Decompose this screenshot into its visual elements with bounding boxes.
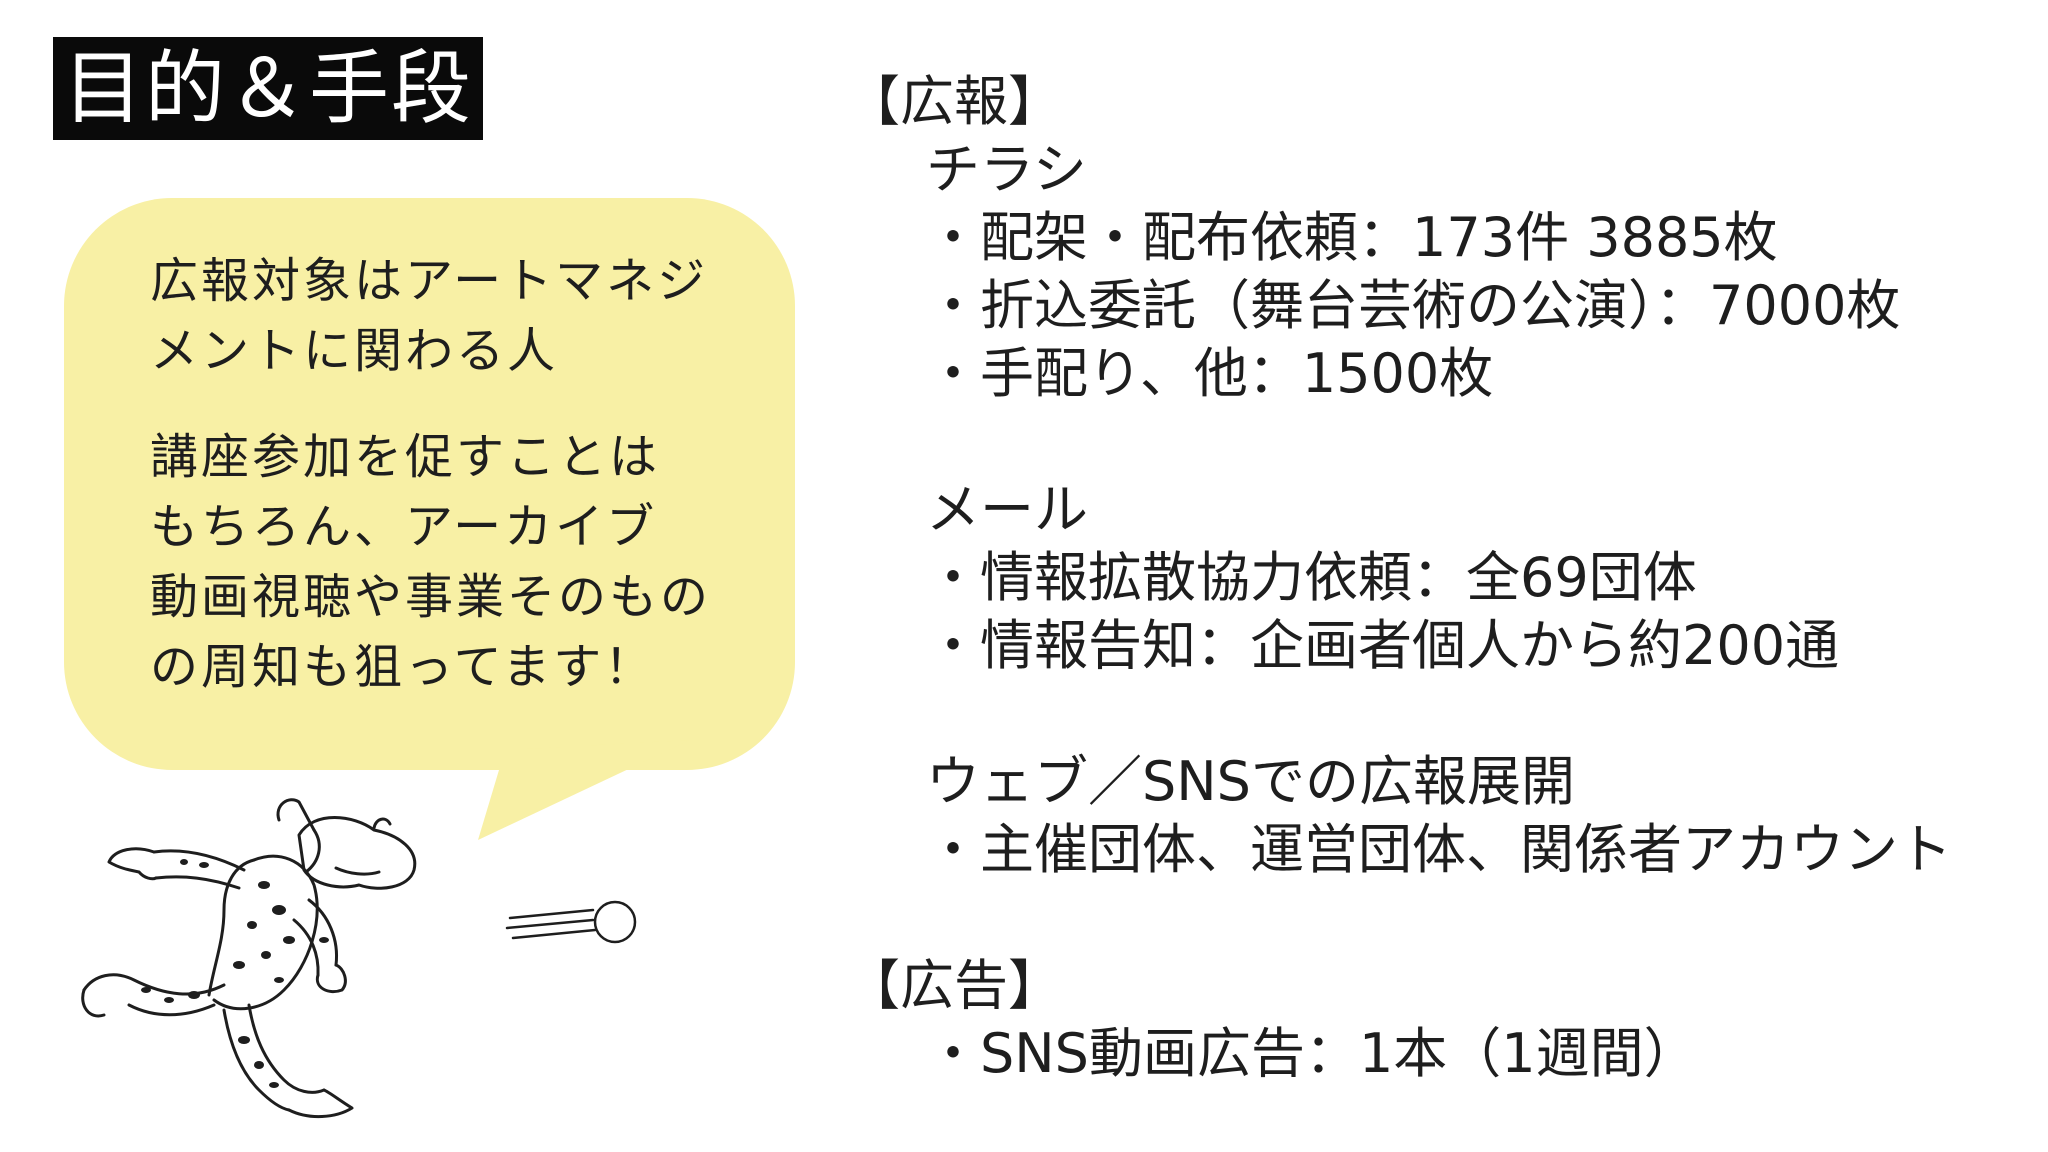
bubble-line: 動画視聴や事業そのもの	[150, 569, 712, 625]
list-item: ・主催団体、運営団体、関係者アカウント	[926, 818, 1952, 881]
list-item: ・情報告知：企画者個人から約200通	[926, 614, 1840, 677]
list-item: ・SNS動画広告：1本（1週間）	[926, 1022, 1698, 1085]
bubble-line: メントに関わる人	[150, 323, 559, 379]
list-item: ・情報拡散協力依頼：全69団体	[926, 546, 1697, 609]
flyer-label: チラシ	[926, 138, 1087, 201]
frog-throwing-icon	[81, 798, 417, 1119]
bubble-line: 広報対象はアートマネジ	[150, 253, 709, 309]
ads-heading: 【広告】	[846, 954, 1062, 1017]
speech-bubble	[64, 198, 795, 770]
bubble-paragraph-2: 講座参加を促すことは もちろん、アーカイブ 動画視聴や事業そのもの の周知も狙っ…	[150, 422, 750, 702]
ball-icon	[505, 900, 637, 944]
list-item: ・配架・配布依頼：173件 3885枚	[926, 206, 1778, 269]
mail-label: メール	[926, 478, 1088, 541]
bubble-line: の周知も狙ってます！	[150, 639, 656, 695]
bubble-line: もちろん、アーカイブ	[150, 499, 658, 555]
speech-bubble-text: 広報対象はアートマネジ メントに関わる人 講座参加を促すことは もちろん、アーカ…	[150, 246, 750, 738]
web-label: ウェブ／SNSでの広報展開	[926, 750, 1575, 813]
pr-heading: 【広報】	[846, 70, 1062, 133]
bubble-paragraph-1: 広報対象はアートマネジ メントに関わる人	[150, 246, 750, 386]
page-title: 目的＆手段	[53, 37, 483, 140]
list-item: ・手配り、他：1500枚	[926, 342, 1494, 405]
content-list: 【広報】 チラシ ・配架・配布依頼：173件 3885枚 ・折込委託（舞台芸術の…	[846, 68, 2036, 1088]
list-item: ・折込委託（舞台芸術の公演）：7000枚	[926, 274, 1901, 337]
bubble-line: 講座参加を促すことは	[150, 429, 661, 485]
